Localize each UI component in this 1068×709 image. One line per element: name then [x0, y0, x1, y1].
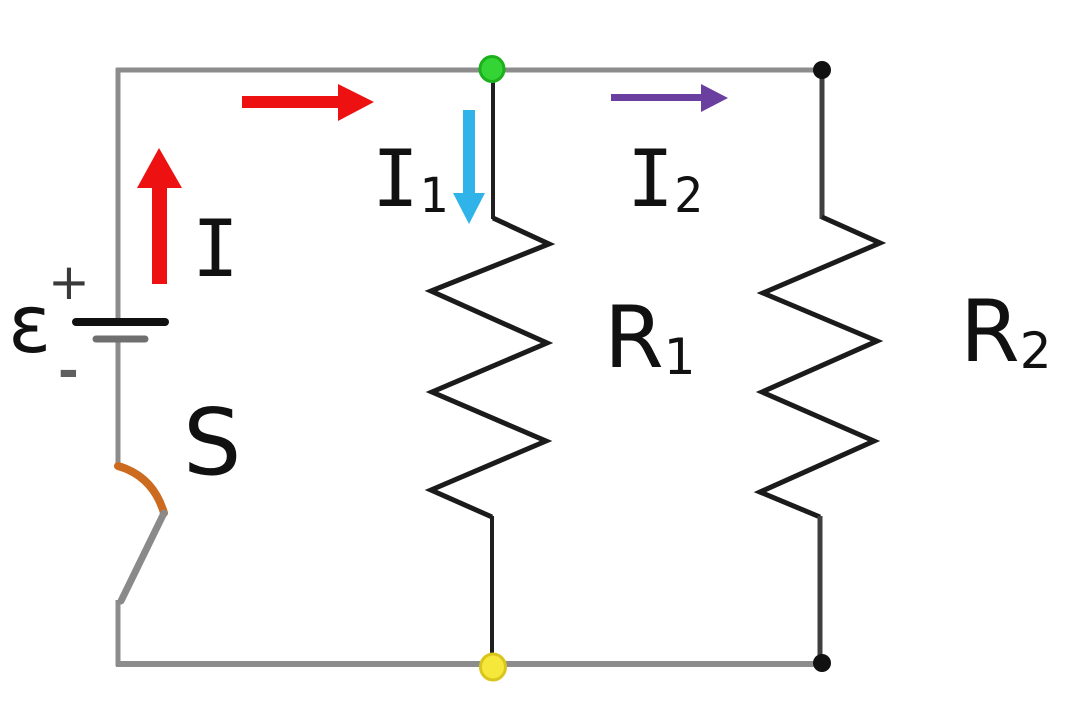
emf-label: ε: [8, 278, 51, 371]
resistor-2-zigzag: [753, 214, 887, 520]
current-arrow-i1-down: [453, 110, 485, 224]
junction-node-bottom-right: [813, 654, 831, 672]
junction-node-yellow: [479, 652, 507, 682]
switch-blade: [117, 509, 168, 605]
current-total-label: I: [192, 205, 239, 295]
switch-arc: [114, 462, 168, 517]
resistor-1-label: R1: [604, 288, 696, 388]
current-1-subscript: 1: [419, 168, 448, 224]
current-1-label: I1: [372, 135, 448, 225]
resistor-1-subscript: 1: [664, 328, 696, 386]
resistor-1-zigzag: [424, 215, 556, 520]
current-arrow-total-up: [137, 148, 182, 284]
resistor-2-main: R: [960, 282, 1020, 382]
junction-node-top-right: [813, 61, 831, 79]
junction-node-green: [478, 55, 506, 83]
resistor-2-label: R2: [960, 282, 1052, 382]
resistor-1-main: R: [604, 288, 664, 388]
current-2-subscript: 2: [674, 168, 703, 224]
battery-negative-label: -: [58, 342, 79, 400]
current-2-label: I2: [627, 135, 703, 225]
switch-label: S: [183, 389, 241, 496]
current-arrow-total-right: [242, 84, 374, 121]
battery-positive-label: +: [48, 253, 90, 311]
resistor-2-subscript: 2: [1020, 322, 1052, 380]
current-1-main: I: [372, 135, 419, 225]
current-arrow-i2-right: [611, 84, 728, 112]
current-2-main: I: [627, 135, 674, 225]
